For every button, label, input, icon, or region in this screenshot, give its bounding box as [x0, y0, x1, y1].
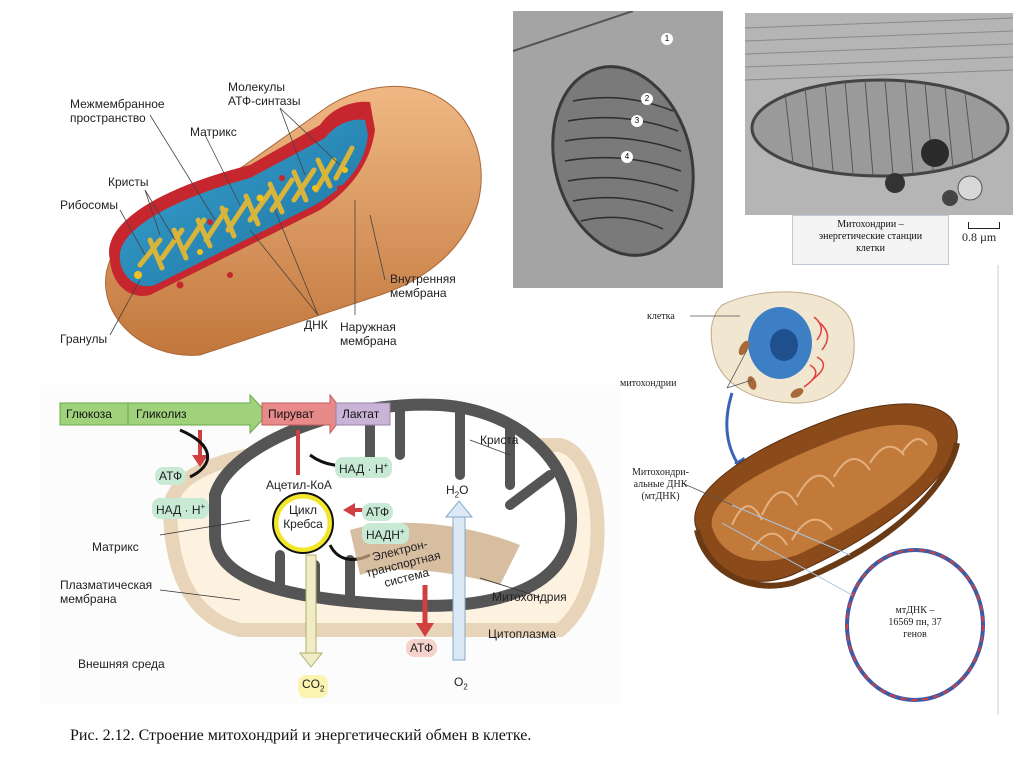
em-marker-4: 4	[621, 151, 633, 163]
label-nad-left-text: НАД · Н	[156, 503, 201, 517]
label-nadh-mid: НАДН+	[362, 523, 409, 544]
label-outer-environment: Внешняя среда	[78, 657, 165, 671]
box-pyruvate: Пируват	[268, 407, 315, 421]
scale-label: 0.8 µm	[962, 230, 997, 244]
label-mitochondrion: Митохондрия	[492, 590, 567, 604]
label-o2-sub: 2	[463, 682, 468, 692]
label-atf-bottom: АТФ	[406, 639, 438, 657]
label-outer-membrane: Наружная мембрана	[340, 320, 397, 348]
mitochondrion-3d-panel: Молекулы АТФ-синтазы Межмембранное прост…	[50, 70, 500, 370]
em-marker-3: 3	[631, 115, 643, 127]
label-krebs-cycle: Цикл Кребса	[283, 503, 323, 531]
label-h2o: H2O	[446, 483, 468, 502]
label-atp-synthase-molecules: Молекулы АТФ-синтазы	[228, 80, 301, 108]
label-cell: клетка	[647, 311, 675, 322]
box-glycolysis: Гликолиз	[136, 407, 187, 421]
em2-callout: Митохондрии – энергетические станции кле…	[792, 215, 949, 265]
em-marker-2: 2	[641, 93, 653, 105]
em-marker-1: 1	[661, 33, 673, 45]
label-nad-top-text: НАД · Н	[339, 462, 384, 476]
label-nad-left: НАД · Н+	[152, 498, 210, 519]
label-atf-mid: АТФ	[362, 503, 394, 521]
label-dna: ДНК	[304, 318, 328, 332]
label-matrix-metabolism: Матрикс	[92, 540, 139, 554]
cell-mtdna-illustration	[681, 265, 999, 715]
label-crista: Криста	[480, 433, 519, 447]
label-nadh-mid-plus: +	[399, 527, 405, 536]
label-nad-top-plus: +	[383, 461, 389, 470]
label-nadh-mid-text: НАДН	[366, 528, 400, 542]
label-inner-membrane: Внутренняя мембрана	[390, 272, 456, 300]
box-lactate: Лактат	[342, 407, 380, 421]
scale-bar	[968, 222, 1000, 229]
label-atf-left: АТФ	[155, 467, 187, 485]
metabolism-panel: Глюкоза Гликолиз Пируват Лактат Криста А…	[40, 385, 620, 705]
label-nad-top: НАД · Н+	[335, 457, 393, 478]
label-cytoplasm: Цитоплазма	[488, 627, 557, 641]
label-h2o-sub: 2	[454, 490, 460, 500]
label-h2o-text: H	[446, 483, 455, 497]
label-co2-sub: 2	[320, 684, 325, 694]
electron-micrograph-2	[745, 13, 1013, 215]
label-matrix-3d: Матрикс	[190, 125, 237, 139]
label-co2: CO2	[298, 675, 329, 699]
label-h2o-o: O	[459, 483, 469, 497]
label-cristae: Кристы	[108, 175, 149, 189]
mitochondrion-3d-illustration	[105, 86, 482, 356]
label-plasma-membrane: Плазматическая мембрана	[60, 578, 153, 606]
label-mitochondria: митохондрии	[620, 378, 677, 389]
label-co2-text: CO	[302, 677, 320, 691]
label-acetyl-coa: Ацетил-КоА	[266, 478, 332, 492]
label-mtdna-cell: Митохондри- альные ДНК (мтДНК)	[632, 467, 689, 502]
label-mtdna-ring: мтДНК – 16569 пн, 37 генов	[888, 605, 942, 640]
box-glucose: Глюкоза	[66, 407, 112, 421]
label-ribosomes: Рибосомы	[60, 198, 118, 212]
figure-caption: Рис. 2.12. Строение митохондрий и энерге…	[70, 727, 532, 744]
label-granules: Гранулы	[60, 332, 108, 346]
label-intermembrane-space: Межмембранное пространство	[70, 97, 165, 125]
label-o2-text: O	[454, 675, 464, 689]
cell-mtdna-panel: клетка митохондрии Митохондри- альные ДН…	[612, 265, 1000, 715]
electron-micrograph-1: 1 2 3 4	[513, 11, 723, 288]
label-nad-left-plus: +	[200, 502, 206, 511]
label-o2: O2	[454, 675, 468, 694]
